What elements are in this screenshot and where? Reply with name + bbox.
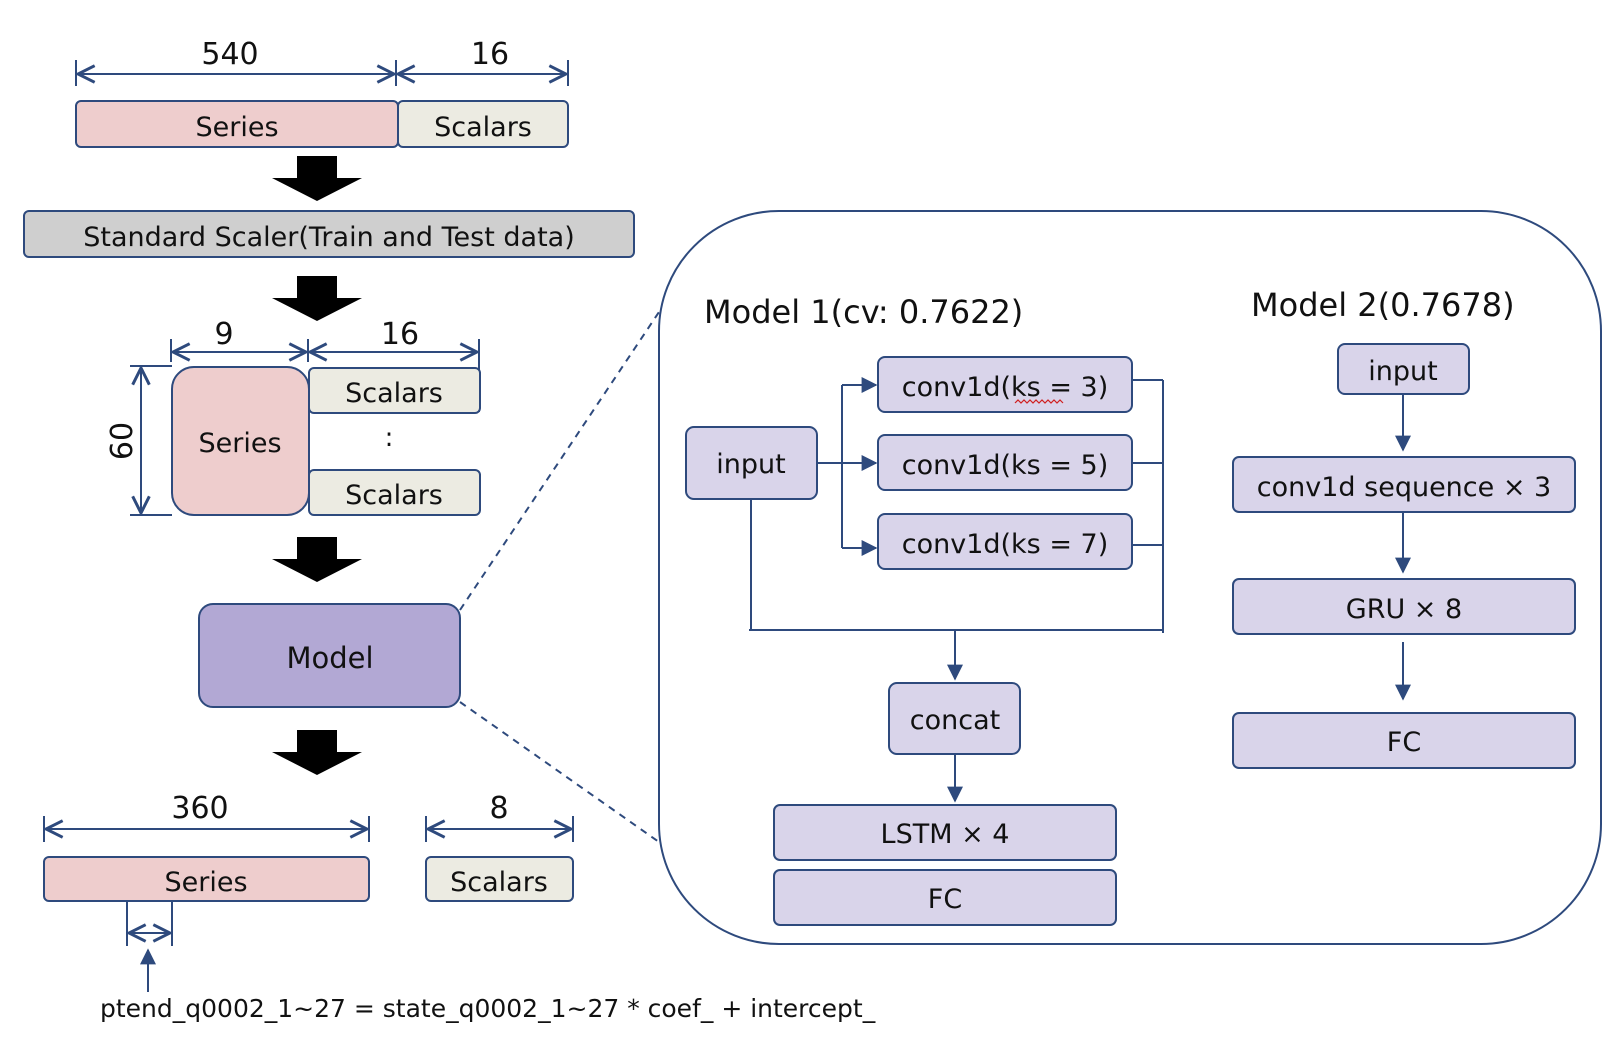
model1-concat-label: concat: [910, 705, 1000, 736]
model1-lstm-block: [773, 804, 1117, 861]
scaler-stage: Standard Scaler(Train and Test data): [23, 210, 635, 258]
series-width-label: 360: [171, 791, 228, 826]
model2-conv-sequence-label: conv1d sequence × 3: [1257, 472, 1551, 503]
scalars-width-label: 8: [489, 791, 508, 826]
scalars-block-bottom: [308, 469, 481, 516]
model-stage: Model: [198, 603, 461, 708]
scalars-top-label: Scalars: [345, 378, 443, 409]
model-label: Model: [286, 641, 373, 675]
model1-diagram: Model 1(cv: 0.7622) input conv1d(ks = 3)…: [685, 293, 1164, 926]
scalars-width-label: 16: [471, 37, 509, 72]
scalars-label: Scalars: [450, 867, 548, 898]
scalars-block: [425, 856, 574, 902]
height-label: 60: [105, 422, 140, 460]
series-label: Series: [198, 428, 281, 459]
flow-arrow: [272, 537, 362, 582]
scalars-bottom-label: Scalars: [345, 480, 443, 511]
model2-title: Model 2(0.7678): [1251, 286, 1515, 324]
model2-gru-block: [1232, 578, 1576, 635]
model1-conv-k5-label: conv1d(ks = 5): [902, 450, 1109, 481]
zoom-line-bottom: [459, 701, 660, 843]
standard-scaler-block: [23, 210, 635, 258]
model1-fc-label: FC: [928, 884, 962, 915]
series-block: [171, 366, 310, 516]
model1-input-label: input: [716, 449, 785, 480]
series-width-label: 9: [214, 317, 233, 352]
flow-arrow: [272, 730, 362, 775]
model-block: [198, 603, 461, 708]
model1-title: Model 1(cv: 0.7622): [704, 293, 1023, 331]
model1-fc-block: [773, 869, 1117, 926]
input-stage: 540 16 Series Scalars: [75, 37, 569, 148]
model2-fc-label: FC: [1387, 727, 1421, 758]
model2-gru-label: GRU × 8: [1346, 594, 1462, 625]
model2-fc-block: [1232, 712, 1576, 769]
scalars-label: Scalars: [434, 112, 532, 143]
model1-lstm-label: LSTM × 4: [881, 819, 1010, 850]
scalars-width-label: 16: [381, 317, 419, 352]
model1-conv-k3-block: [877, 356, 1133, 413]
zoom-line-top: [459, 311, 660, 611]
scalars-block-top: [308, 367, 481, 414]
ellipsis-dots: :: [385, 423, 394, 453]
flow-arrow: [272, 156, 362, 201]
model2-input-label: input: [1368, 356, 1437, 387]
model1-conv-k7-label: conv1d(ks = 7): [902, 529, 1109, 560]
model2-diagram: Model 2(0.7678) input conv1d sequence × …: [1232, 286, 1576, 769]
flow-arrow: [272, 276, 362, 321]
spellcheck-underline: [1014, 399, 1064, 404]
series-block: [43, 856, 370, 902]
series-label: Series: [195, 112, 278, 143]
reshaped-stage: 9 16 60 Series Scalars : Scalars: [105, 317, 481, 516]
formula-text: ptend_q0002_1~27 = state_q0002_1~27 * co…: [100, 994, 876, 1023]
series-label: Series: [164, 867, 247, 898]
model1-conv-k3-label: conv1d(ks = 3): [902, 372, 1109, 403]
scalars-block: [397, 100, 569, 148]
standard-scaler-label: Standard Scaler(Train and Test data): [83, 222, 575, 253]
series-width-label: 540: [201, 37, 258, 72]
model1-conv-k7-block: [877, 513, 1133, 570]
output-stage: 360 8 Series Scalars: [43, 791, 574, 992]
